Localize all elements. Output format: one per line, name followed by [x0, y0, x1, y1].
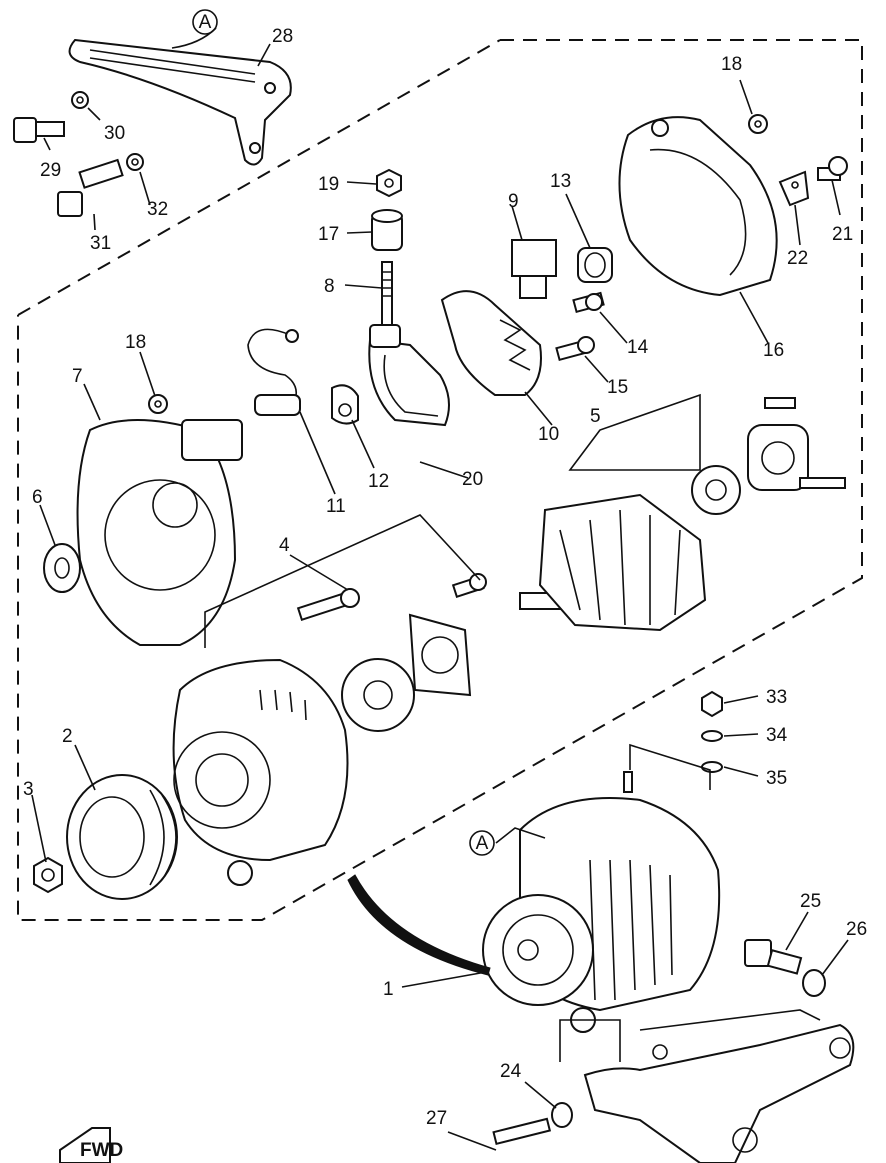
bolt-31	[57, 158, 124, 217]
assembly-arrow	[347, 874, 491, 976]
insulator-bushing-17	[371, 209, 403, 251]
callout-15: 15	[607, 377, 628, 398]
bolt-29	[13, 117, 65, 143]
terminal-bolt-8	[381, 261, 393, 333]
callout-30: 30	[104, 123, 125, 144]
screw-plate	[451, 573, 487, 598]
ref-mark-top: A	[199, 12, 212, 33]
nut-18-top	[748, 114, 768, 134]
ref-mark-circle-top	[192, 9, 218, 35]
washer-34	[701, 730, 723, 742]
bearing-6	[43, 543, 81, 593]
nut-19	[376, 168, 402, 198]
bearing-5-front	[691, 465, 741, 515]
callout-28: 28	[272, 26, 293, 47]
washer-32	[126, 153, 144, 171]
callout-11: 11	[326, 496, 346, 517]
nut-33	[701, 690, 723, 718]
stud-4	[296, 588, 360, 621]
ref-mark-circle-bottom	[469, 830, 495, 856]
callout-34: 34	[766, 725, 788, 746]
callout-17: 17	[318, 224, 339, 245]
alternator-assembly-1	[482, 771, 721, 1033]
bolt-27	[492, 1117, 552, 1146]
bearing-plate	[408, 613, 472, 697]
callout-22: 22	[787, 248, 808, 269]
callout-4: 4	[279, 535, 290, 556]
screw-14	[572, 291, 605, 314]
callout-7: 7	[72, 366, 83, 387]
callout-18-top: 18	[721, 54, 742, 75]
washer-26	[802, 969, 826, 997]
exploded-view-boundary-top	[17, 39, 501, 316]
nut-3	[33, 856, 63, 894]
callout-3: 3	[23, 779, 34, 800]
ref-mark-bottom: A	[476, 833, 489, 854]
bracket-22	[778, 170, 810, 207]
callout-2: 2	[62, 726, 73, 747]
callout-24: 24	[500, 1061, 522, 1082]
callout-20: 20	[462, 469, 483, 490]
gasket-12	[331, 384, 359, 425]
callout-13: 13	[550, 171, 571, 192]
rear-housing-7	[76, 419, 243, 646]
callout-29: 29	[40, 160, 61, 181]
front-bearing	[341, 658, 415, 732]
callout-5: 5	[590, 406, 601, 427]
callout-8: 8	[324, 276, 335, 297]
callout-12: 12	[368, 471, 389, 492]
front-housing	[172, 658, 349, 886]
callout-10: 10	[538, 424, 559, 445]
callout-6: 6	[32, 487, 43, 508]
callout-27: 27	[426, 1108, 447, 1129]
callout-25: 25	[800, 891, 821, 912]
callout-32: 32	[147, 199, 168, 220]
washer-35	[701, 761, 723, 773]
lead-wire-11	[247, 328, 301, 416]
bracket-28	[68, 38, 292, 166]
callout-31: 31	[90, 233, 111, 254]
screw-15	[555, 336, 595, 362]
callout-21: 21	[832, 224, 853, 245]
rotor-5	[519, 397, 846, 632]
callout-14: 14	[627, 337, 649, 358]
bearing-retainer-5	[747, 397, 846, 491]
regulator-10	[440, 290, 542, 396]
rectifier-assembly	[368, 324, 450, 427]
callout-18-left: 18	[125, 332, 146, 353]
rear-cover-16	[618, 116, 778, 297]
fwd-mark-label: FWD	[80, 1140, 123, 1161]
exploded-view-boundary	[17, 39, 863, 921]
fwd-mark: FWD	[59, 1127, 123, 1163]
bolt-21	[817, 156, 848, 181]
bearing-13	[577, 247, 613, 283]
callout-19: 19	[318, 174, 339, 195]
callout-35: 35	[766, 768, 787, 789]
washer-30	[71, 91, 89, 109]
pulley-2	[66, 774, 178, 900]
bolt-25	[744, 939, 803, 975]
connector-9	[511, 239, 557, 299]
callout-1: 1	[383, 979, 394, 1000]
nut-18-left	[148, 394, 168, 414]
callout-33: 33	[766, 687, 787, 708]
callout-16: 16	[763, 340, 784, 361]
callout-9: 9	[508, 191, 519, 212]
mounting-bracket	[583, 1023, 855, 1163]
callout-26: 26	[846, 919, 867, 940]
washer-24	[551, 1102, 573, 1128]
